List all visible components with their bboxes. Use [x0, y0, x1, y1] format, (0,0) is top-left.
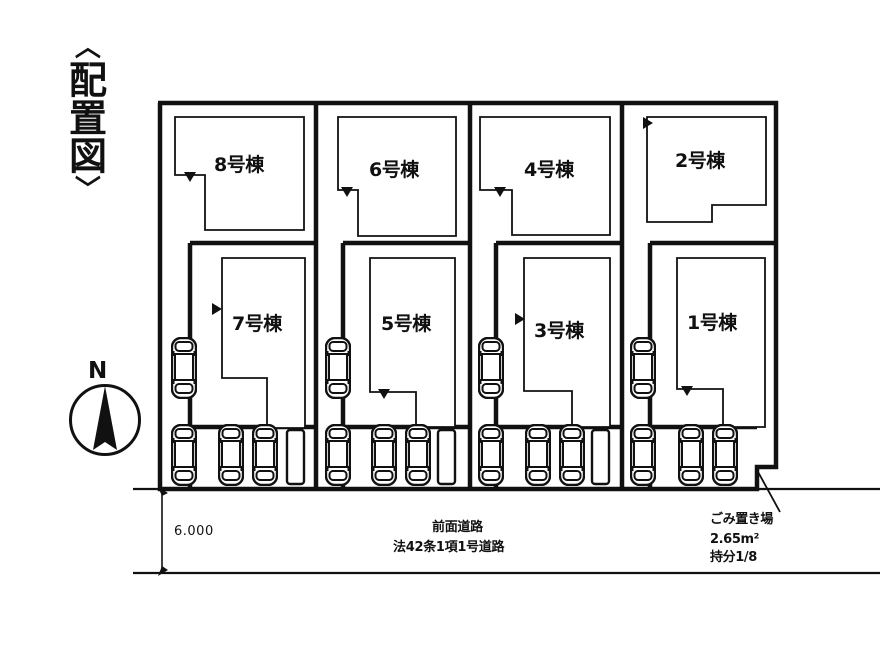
- plan-geometry: [133, 100, 880, 576]
- road-width-value: 6.000: [174, 524, 214, 539]
- car-symbol: [630, 424, 656, 486]
- garbage-leader-line: [756, 469, 781, 513]
- north-arrow-icon: [93, 386, 117, 450]
- entrance-markers: [184, 117, 693, 399]
- building-footprint-2: [646, 116, 767, 223]
- parking-col1: [171, 337, 306, 486]
- car-symbol: [325, 424, 351, 486]
- compass-north-label: N: [88, 358, 108, 384]
- car-symbol: [559, 424, 585, 486]
- building-label-4: 4号棟: [524, 159, 574, 181]
- car-symbol: [712, 424, 738, 486]
- building-label-8: 8号棟: [214, 154, 264, 176]
- road-label-frontage: 前面道路: [432, 520, 483, 535]
- car-symbol: [630, 337, 656, 399]
- entrance-marker-4: [494, 187, 506, 197]
- page-title: 〈 配置図 〉: [52, 33, 116, 244]
- entrance-marker-7: [212, 303, 222, 315]
- building-footprint-8: [174, 116, 305, 231]
- building-label-2: 2号棟: [675, 150, 725, 172]
- car-symbol: [478, 424, 504, 486]
- building-label-7: 7号棟: [232, 313, 282, 335]
- entrance-marker-2: [643, 117, 653, 129]
- building-label-3: 3号棟: [534, 320, 584, 342]
- car-symbol: [171, 337, 197, 399]
- building-footprint-6: [337, 116, 457, 237]
- entrance-marker-8: [184, 172, 196, 182]
- building-label-6: 6号棟: [369, 159, 419, 181]
- bicycle-space: [590, 428, 611, 486]
- car-symbol: [252, 424, 278, 486]
- compass: N: [62, 358, 152, 478]
- entrance-marker-5: [378, 389, 390, 399]
- road-label-law: 法42条1項1号道路: [393, 540, 505, 555]
- building-label-5: 5号棟: [381, 313, 431, 335]
- car-symbol: [678, 424, 704, 486]
- bicycle-space: [285, 428, 306, 486]
- page-title-text: 配置図: [62, 60, 107, 174]
- entrance-marker-6: [341, 187, 353, 197]
- car-symbol: [325, 337, 351, 399]
- building-footprint-4: [479, 116, 611, 236]
- car-symbol: [525, 424, 551, 486]
- bicycle-space: [436, 428, 457, 486]
- entrance-marker-1: [681, 386, 693, 396]
- garbage-area-label: ごみ置き場: [710, 512, 774, 527]
- road-width-dimension: [158, 487, 168, 576]
- car-symbol: [478, 337, 504, 399]
- building-label-1: 1号棟: [687, 312, 737, 334]
- car-symbol: [405, 424, 431, 486]
- garbage-area-share: 持分1/8: [710, 550, 757, 565]
- garbage-area-size: 2.65m²: [710, 532, 759, 547]
- car-symbol: [218, 424, 244, 486]
- parking-col2: [325, 337, 457, 486]
- entrance-marker-3: [515, 313, 525, 325]
- parking-col3: [478, 337, 611, 486]
- car-symbol: [171, 424, 197, 486]
- car-symbol: [371, 424, 397, 486]
